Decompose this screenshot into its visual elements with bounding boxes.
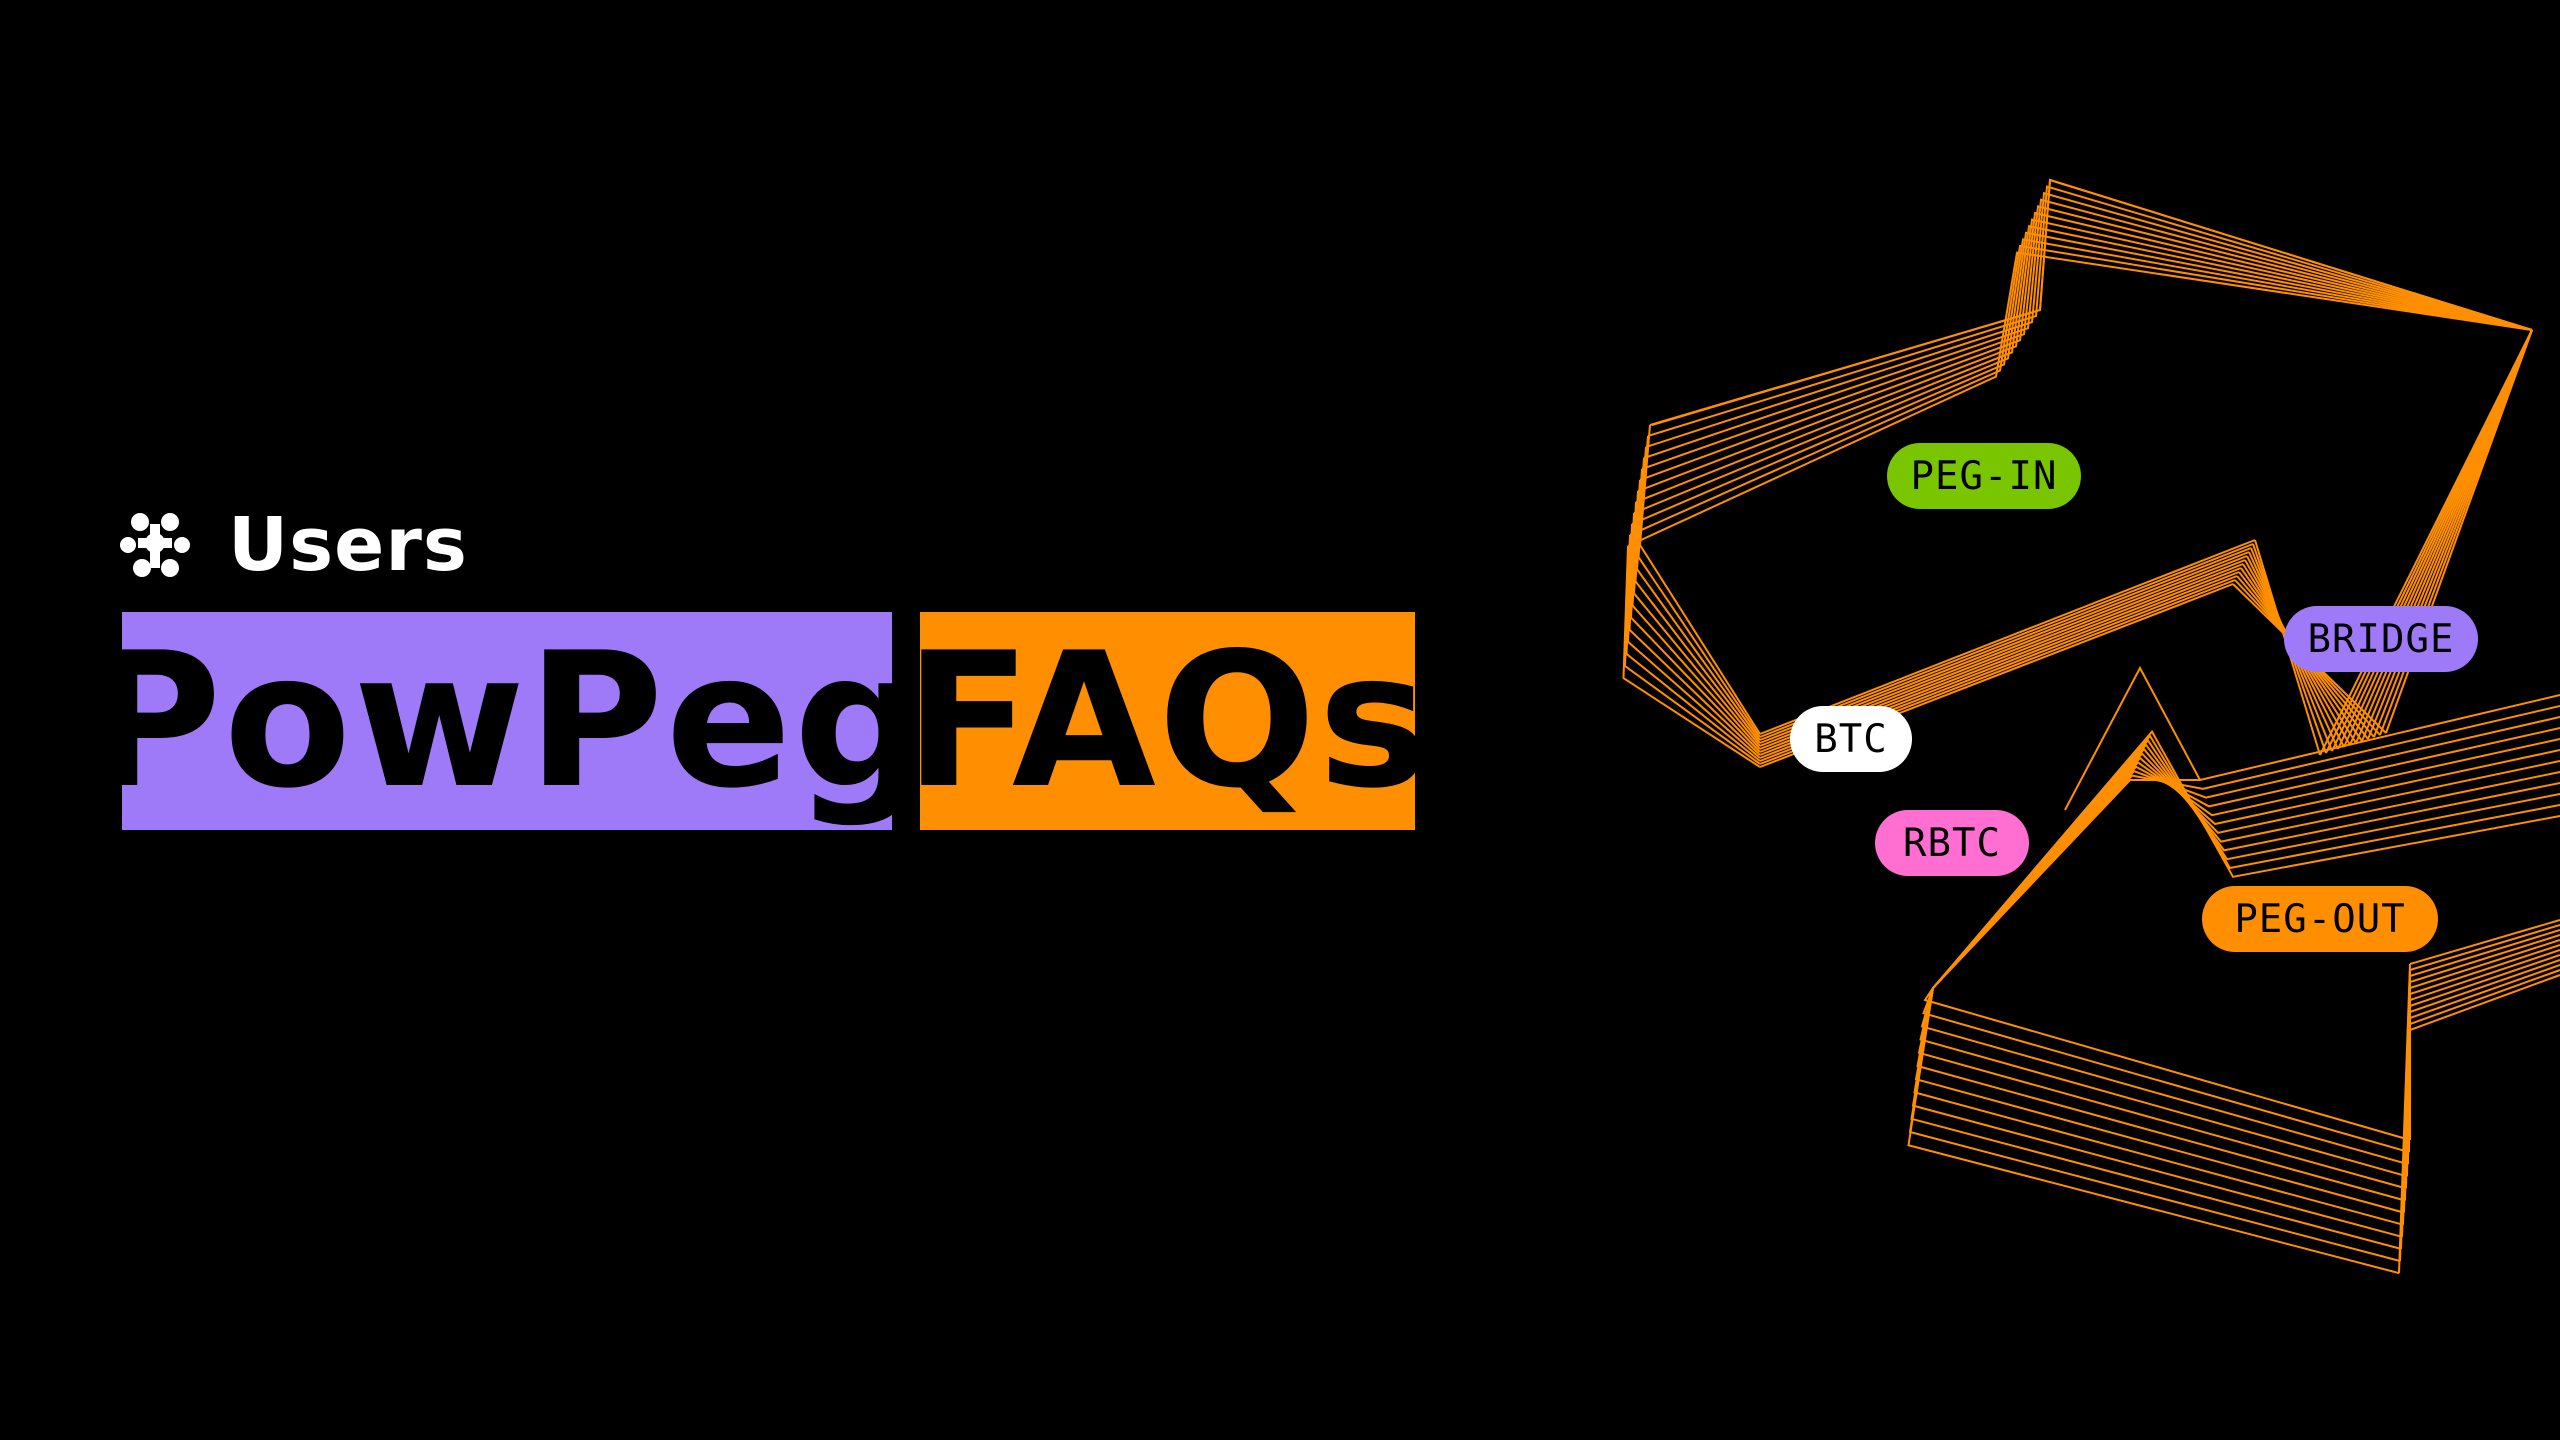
category-header: Users — [120, 500, 468, 590]
tag-peg-in: PEG-IN — [1887, 443, 2081, 509]
title-faqs: FAQs — [904, 612, 1431, 830]
tag-rbtc: RBTC — [1875, 810, 2029, 876]
title-powpeg: PowPeg — [85, 612, 929, 830]
cluster-dots-icon — [120, 513, 190, 577]
tag-btc: BTC — [1790, 706, 1912, 772]
tag-bridge: BRIDGE — [2284, 606, 2478, 672]
tag-peg-out: PEG-OUT — [2202, 886, 2438, 952]
category-label: Users — [228, 502, 468, 588]
